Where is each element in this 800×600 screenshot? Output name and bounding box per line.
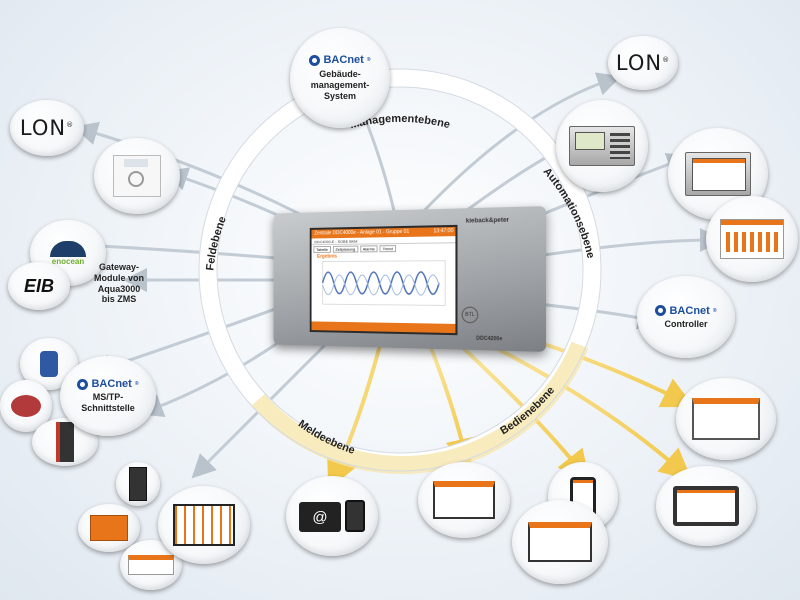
gateway-label: Gateway- Module von Aqua3000 bis ZMS: [94, 262, 144, 305]
node-laptop-center[interactable]: [418, 462, 510, 538]
tab-schedule[interactable]: Zeitplanung: [332, 245, 358, 253]
bacnet-icon: [77, 378, 89, 390]
node-label-mstp: MS/TP- Schnittstelle: [81, 392, 135, 413]
enocean-logo-text: enocean: [51, 256, 85, 266]
touch-panel-icon: [673, 486, 739, 526]
io-module-icon: [56, 422, 74, 462]
email-icon: @: [299, 502, 341, 532]
node-label-management-system: Gebäude- management- System: [310, 69, 370, 101]
node-bacnet-mstp[interactable]: BACnet® MS/TP- Schnittstelle: [60, 356, 156, 436]
node-touch-panel-bottom[interactable]: [656, 466, 756, 546]
level-ring: Managementebene Automationsebene Feldebe…: [198, 68, 602, 474]
laptop-icon: [433, 481, 495, 519]
node-field-module-2[interactable]: [78, 504, 140, 552]
node-bacnet-controller[interactable]: BACnet® Controller: [637, 276, 735, 358]
web-screen-icon: [720, 219, 784, 259]
bacnet-logo: BACnet®: [309, 54, 371, 67]
field-module-icon: [90, 515, 128, 541]
bacnet-icon: [655, 305, 667, 317]
device-model: DDC4200e: [476, 335, 503, 343]
lon-logo-text: LON: [19, 116, 67, 140]
trend-graph: [312, 259, 458, 312]
node-panel-display[interactable]: [158, 486, 250, 564]
touch-panel-icon: [685, 152, 751, 196]
node-eib[interactable]: EIB: [8, 262, 70, 310]
tab-table[interactable]: Tabelle: [313, 245, 331, 253]
enocean-icon: [50, 240, 86, 257]
bacnet-logo-text: BACnet: [323, 54, 364, 67]
monitor-icon: [692, 398, 760, 440]
device-screen[interactable]: Zentrale DDC4000e - Anlage 01 - Gruppe 0…: [309, 224, 458, 336]
node-label-controller: Controller: [664, 318, 708, 329]
field-module-icon: [128, 555, 174, 575]
bacnet-logo-text: BACnet: [91, 378, 132, 391]
node-web-screen-right[interactable]: [706, 196, 798, 282]
node-monitor-right[interactable]: [676, 378, 776, 460]
field-module-icon: [129, 467, 147, 501]
node-lon-right[interactable]: LON®: [608, 36, 678, 90]
node-email-tablet[interactable]: @: [286, 476, 378, 556]
email-tablet-icon: @: [299, 500, 365, 532]
bacnet-controller-logo: BACnet®: [655, 304, 717, 317]
tablet-icon: [345, 500, 365, 532]
svg-text:Managementebene: Managementebene: [349, 113, 452, 131]
room-controller-icon: [113, 155, 161, 197]
screen-time: 13:47:00: [433, 227, 454, 235]
eib-logo-text: EIB: [23, 275, 54, 296]
node-laptop-bottom[interactable]: [512, 500, 608, 584]
lon-logo-text: LON: [615, 51, 663, 75]
bacnet-mstp-logo: BACnet®: [77, 378, 139, 391]
lon-logo: LON®: [615, 51, 671, 75]
pump-icon: [11, 395, 41, 417]
lon-logo: LON®: [19, 116, 75, 140]
water-meter-icon: [40, 351, 58, 377]
node-room-controller[interactable]: [94, 138, 180, 214]
bacnet-icon: [309, 54, 321, 66]
btl-seal: BTL: [461, 306, 479, 324]
tab-alarms[interactable]: Alarme: [359, 245, 378, 253]
node-bacnet-management[interactable]: BACnet® Gebäude- management- System: [290, 28, 390, 128]
laptop-icon: [528, 522, 592, 562]
node-lon-left[interactable]: LON®: [10, 100, 84, 156]
node-field-module-1[interactable]: [116, 462, 160, 506]
screen-title: Zentrale DDC4000e - Anlage 01 - Gruppe 0…: [314, 228, 410, 237]
node-automation-station[interactable]: [556, 100, 648, 192]
device-brand: kieback&peter: [465, 217, 510, 225]
tab-trend[interactable]: Trend: [379, 245, 396, 253]
screen-footer-bar: [311, 321, 456, 334]
central-ddc-device[interactable]: kieback&peter DDC4200e BTL Zentrale DDC4…: [273, 206, 547, 352]
panel-display-icon: [173, 504, 235, 546]
ring-label-management: Managementebene: [349, 113, 452, 131]
automation-station-icon: [569, 126, 635, 166]
bacnet-logo-text: BACnet: [669, 304, 710, 317]
